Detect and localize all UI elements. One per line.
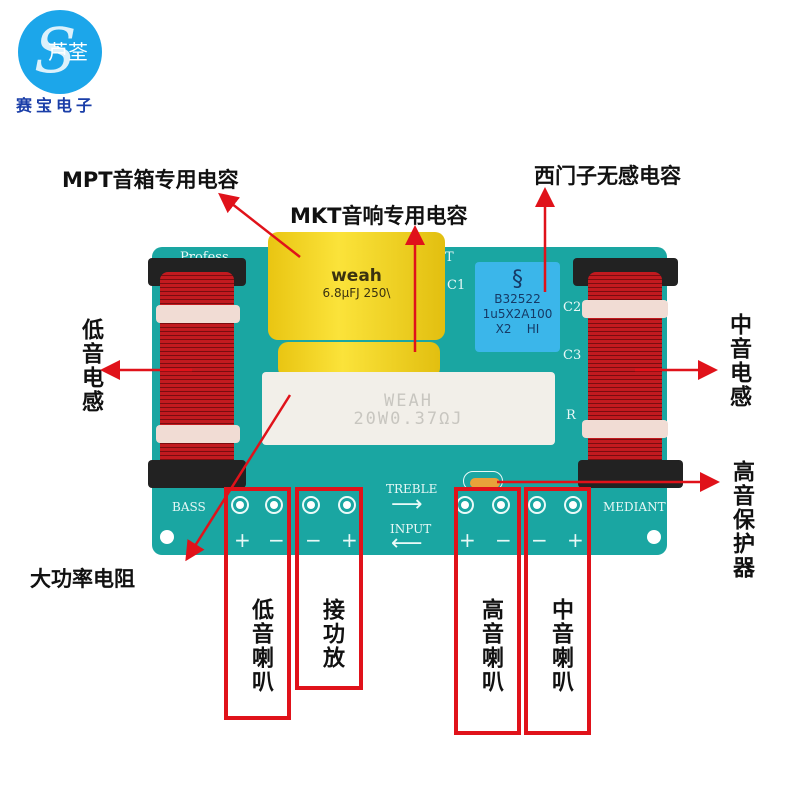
mpt-cap-label: MPT音箱专用电容: [62, 168, 239, 192]
mount-hole: [160, 530, 174, 544]
terminal: [492, 496, 510, 514]
resistor-line1: WEAH: [384, 391, 433, 411]
amp-input-label: 接功放: [319, 598, 344, 670]
mid-speaker-label: 中音喇叭: [548, 598, 573, 694]
silk-c2: C2: [563, 300, 582, 315]
arrow-right-icon: ⟶: [391, 492, 423, 517]
tweeter-protector: [470, 478, 500, 488]
silk-t: T: [445, 250, 454, 265]
power-resistor-label: 大功率电阻: [30, 567, 135, 591]
sign: −: [268, 528, 285, 552]
mid-inductor-label: 中音电感: [726, 313, 751, 409]
bass-speaker-label: 低音喇叭: [248, 598, 273, 694]
terminal: [338, 496, 356, 514]
silk-mediant: MEDIANT: [603, 500, 666, 514]
bass-speaker-box: [224, 487, 291, 720]
sign: +: [234, 528, 251, 552]
cap-brand: weah: [331, 266, 382, 286]
terminal: [231, 496, 249, 514]
silk-c3: C3: [563, 348, 582, 363]
siemens-cap-label: 西门子无感电容: [534, 164, 681, 188]
terminal: [265, 496, 283, 514]
tweeter-box: [454, 487, 521, 735]
silk-bass: BASS: [172, 500, 206, 514]
tweeter-protector-label: 高音保护器: [729, 460, 754, 580]
tweeter-label: 高音喇叭: [478, 598, 503, 694]
arrow-left-icon: ⟵: [391, 531, 423, 556]
silk-r: R: [566, 408, 576, 423]
power-resistor: WEAH 20W0.37ΩJ: [262, 372, 555, 445]
terminal: [302, 496, 320, 514]
sign: −: [305, 528, 322, 552]
logo-mark: 芦荃: [48, 40, 88, 64]
cable-tie: [156, 425, 240, 443]
silk-input: INPUT: [390, 522, 432, 536]
mount-hole: [647, 530, 661, 544]
logo-s-icon: S: [34, 14, 77, 87]
cable-tie: [582, 420, 668, 438]
sign: +: [459, 528, 476, 552]
arrow-resistor: [185, 394, 292, 562]
terminal: [528, 496, 546, 514]
cable-tie: [582, 300, 668, 318]
mid-inductor-bobbin-bottom: [578, 460, 683, 488]
cap-blue-line2: 1u5X2A100: [482, 307, 553, 321]
silk-c1: C1: [447, 278, 466, 293]
resistor-line2: 20W0.37ΩJ: [353, 409, 464, 429]
siemens-logo-icon: §: [512, 267, 523, 292]
cable-tie: [156, 305, 240, 323]
bass-inductor-bobbin-bottom: [148, 460, 246, 488]
silk-treble: TREBLE: [386, 482, 438, 496]
sign: +: [341, 528, 358, 552]
logo: [18, 10, 102, 94]
sign: −: [495, 528, 512, 552]
sign: +: [567, 528, 584, 552]
arrow-mpt: [218, 192, 301, 258]
sign: −: [531, 528, 548, 552]
cap-value: 6.8µFJ 250\: [322, 286, 391, 300]
logo-name: 赛宝电子: [16, 96, 97, 115]
terminal: [564, 496, 582, 514]
amp-input-box: [295, 487, 363, 690]
cap-blue-line3: X2 HI: [495, 322, 540, 336]
mkt-cap-label: MKT音响专用电容: [290, 204, 468, 228]
bass-inductor-label: 低音电感: [78, 318, 103, 414]
cap-blue-line1: B32522: [494, 292, 541, 306]
mid-speaker-box: [524, 487, 591, 735]
